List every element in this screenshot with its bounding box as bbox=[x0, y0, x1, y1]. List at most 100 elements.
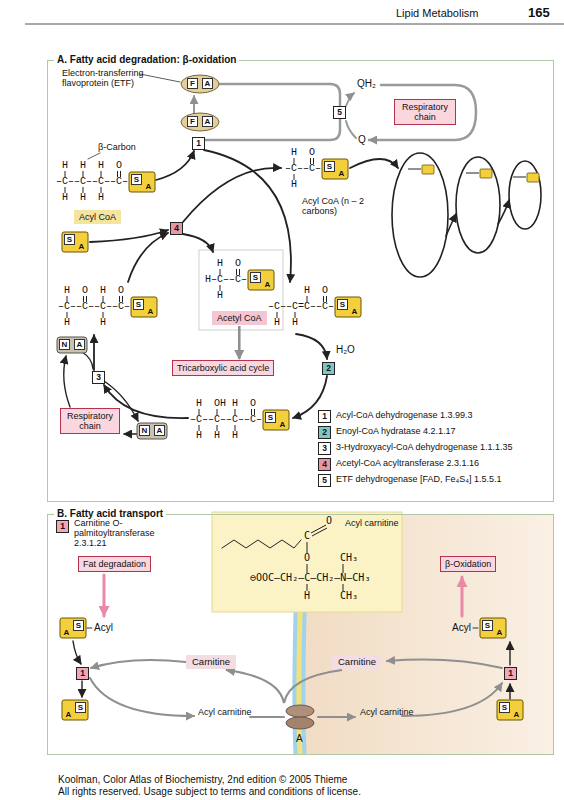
structure-row: H H bbox=[64, 317, 106, 329]
structure-row: ⊖OOC–CH₂–C–CH₂–N–CH₃ bbox=[250, 572, 370, 584]
structure-row: H H H bbox=[62, 192, 104, 204]
compound-label: Acyl bbox=[452, 622, 471, 634]
pathway-arrow bbox=[103, 575, 106, 616]
etf-cycle bbox=[204, 84, 340, 140]
annotation: Electron-transferring flavoprotein (ETF) bbox=[62, 68, 144, 88]
reaction-arrow bbox=[93, 335, 95, 370]
legend-text: Acetyl-CoA acyltransferase 2.3.1.16 bbox=[336, 458, 541, 469]
reaction-arrow bbox=[446, 214, 456, 236]
atom-letter: S bbox=[131, 174, 142, 185]
pathway-arrow bbox=[461, 577, 464, 616]
legend-row: 4 Acetyl-CoA acyltransferase 2.3.1.16 bbox=[318, 458, 541, 471]
structure-row: –C––C––C––C– bbox=[190, 414, 262, 426]
legend-text: ETF dehydrogenase [FAD, Fe₄S₄] 1.5.5.1 bbox=[336, 474, 541, 485]
chemical-bond bbox=[343, 584, 344, 591]
coa-symbol bbox=[129, 172, 155, 192]
compound-label: Acyl CoA (n – 2 carbons) bbox=[302, 196, 387, 216]
structure-row: –C––C=C––C– bbox=[268, 301, 334, 313]
enzyme-number: 3 bbox=[92, 371, 105, 384]
connector bbox=[238, 326, 241, 359]
compound-label: H₂O bbox=[336, 344, 355, 356]
coa-symbol bbox=[335, 297, 361, 317]
cofactor-arrow bbox=[82, 352, 93, 369]
chemical-bond bbox=[307, 584, 308, 591]
atom-letter: A bbox=[263, 280, 272, 289]
reaction-arrow bbox=[509, 684, 510, 699]
box-text: Fat degradation bbox=[83, 559, 146, 569]
coa-symbol bbox=[497, 700, 523, 720]
coa-symbol bbox=[62, 232, 88, 252]
structure-row: H O bbox=[304, 285, 328, 297]
bond-line bbox=[87, 628, 92, 629]
enzyme-number: 1 bbox=[319, 411, 330, 422]
atom-letter: S bbox=[73, 620, 84, 631]
coa-symbol bbox=[322, 159, 348, 179]
transport-arrow bbox=[318, 716, 355, 718]
atom-letter: A bbox=[77, 242, 86, 251]
atom-letter: S bbox=[482, 620, 493, 631]
structure-row: H OH H O bbox=[196, 398, 256, 410]
enzyme-number: 1 bbox=[192, 137, 205, 150]
cofactor-arrow bbox=[64, 356, 70, 407]
carrier-protein bbox=[286, 705, 314, 717]
transporter-label: A bbox=[296, 733, 303, 745]
legend-swatch: 4 bbox=[318, 458, 331, 471]
leader-line bbox=[140, 74, 180, 82]
cofactor-letter: F bbox=[187, 78, 198, 89]
reaction-arrow bbox=[90, 230, 168, 242]
panel: B. Fatty acid transportFat degradationβ-… bbox=[47, 514, 554, 755]
fad-symbol bbox=[181, 113, 219, 131]
enzyme-number: 2 bbox=[322, 362, 335, 375]
atom-letter: S bbox=[265, 412, 276, 423]
cofactor-letter: A bbox=[202, 116, 213, 127]
reaction-arrow bbox=[81, 681, 82, 697]
coa-symbol bbox=[60, 618, 86, 638]
reaction-arrow bbox=[128, 233, 168, 282]
reaction-arrow bbox=[183, 168, 281, 222]
nad-symbol bbox=[137, 423, 167, 439]
annotation: β-Carbon bbox=[98, 142, 136, 152]
box-text: Acetyl CoA bbox=[217, 313, 262, 323]
structure-row: H H bbox=[274, 317, 298, 329]
enzyme-number: 4 bbox=[170, 222, 183, 235]
compound-label: Acyl carnitine bbox=[360, 707, 415, 717]
box-text: Carnitine bbox=[192, 657, 230, 667]
reaction-arrow bbox=[204, 150, 291, 282]
legend-text: 3-Hydroxyacyl-CoA dehydrogenase 1.1.1.35 bbox=[336, 442, 541, 453]
transport-arrow bbox=[402, 683, 502, 716]
coa-symbol bbox=[263, 410, 289, 430]
chemical-bond bbox=[307, 564, 308, 573]
bond-line bbox=[473, 628, 478, 629]
enzyme-name: Carnitine O-palmitoyltransferase 2.3.1.2… bbox=[74, 518, 186, 548]
compound-box: Carnitine bbox=[186, 655, 236, 669]
reaction-arrow bbox=[73, 641, 81, 664]
compound-label: Acyl carnitine bbox=[198, 707, 253, 717]
footer-text: All rights reserved. Usage subject to te… bbox=[58, 786, 361, 798]
enzyme-number: 3 bbox=[319, 443, 330, 454]
chemical-bond bbox=[311, 525, 326, 533]
compound-label: Acyl bbox=[94, 622, 113, 634]
legend-text: Enoyl-CoA hydratase 4.2.1.17 bbox=[336, 426, 541, 437]
box-text: Respiratory chain bbox=[399, 102, 451, 122]
compound-box: Carnitine bbox=[332, 655, 382, 669]
atom-letter: S bbox=[499, 702, 510, 713]
structure-card bbox=[199, 250, 283, 330]
atom-letter: A bbox=[337, 169, 346, 178]
compound-label: Acyl carnitine bbox=[345, 518, 403, 528]
structure-row: H bbox=[217, 290, 223, 302]
atom-letter: S bbox=[75, 702, 86, 713]
compound-box: Acetyl CoA bbox=[212, 311, 267, 325]
electron-flow bbox=[346, 93, 354, 106]
cofactor-letter: F bbox=[187, 116, 198, 127]
atom-letter: S bbox=[324, 161, 335, 172]
legend-row: 2Enoyl-CoA hydratase 4.2.1.17 bbox=[318, 426, 541, 439]
coa-symbol bbox=[131, 297, 157, 317]
box-text: Tricarboxylic acid cycle bbox=[177, 363, 269, 373]
etf-cycle bbox=[193, 96, 195, 113]
coa-symbol-small bbox=[480, 169, 492, 178]
reaction-arrow bbox=[498, 200, 509, 224]
page-header: Lipid Metabolism bbox=[396, 7, 479, 20]
chemical-bond bbox=[307, 542, 308, 553]
